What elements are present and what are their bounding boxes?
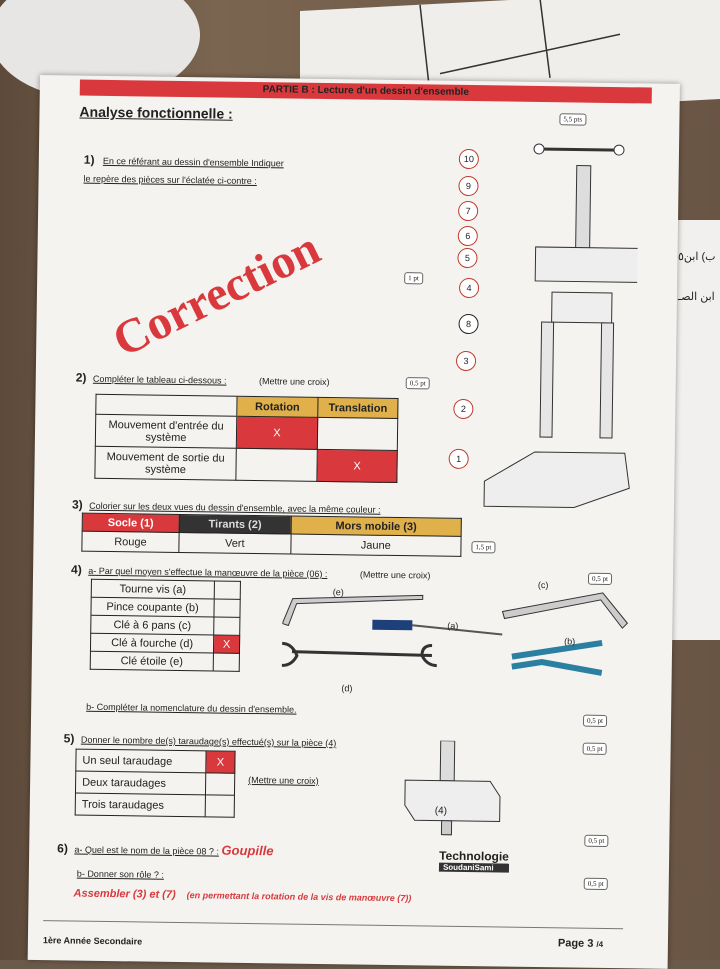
q2-row-label: Mouvement d'entrée du système bbox=[95, 414, 237, 449]
q6b-answer: Assembler (3) et (7) (en permettant la r… bbox=[73, 888, 411, 905]
right-sheet: ب) ابن٥ ابن الصـ bbox=[670, 220, 720, 640]
header-points: 5,5 pts bbox=[559, 113, 587, 126]
tool-label-a: (a) bbox=[447, 620, 459, 631]
q4-option-label: Clé étoile (e) bbox=[90, 651, 214, 671]
q2-number: 2) bbox=[75, 370, 87, 385]
footer-page-number: Page 3 bbox=[557, 937, 594, 950]
q5-text: Donner le nombre de(s) taraudage(s) effe… bbox=[80, 734, 337, 749]
q5: 5) Donner le nombre de(s) taraudage(s) e… bbox=[64, 731, 337, 749]
q2-cell[interactable]: X bbox=[316, 449, 398, 483]
q2-text: Compléter le tableau ci-dessous : bbox=[92, 373, 227, 386]
footer-page-total: /4 bbox=[596, 939, 604, 949]
worksheet-page: PARTIE B : Lecture d'un dessin d'ensembl… bbox=[27, 75, 680, 969]
footer-page: Page 3 /4 bbox=[558, 937, 603, 950]
partie-banner: PARTIE B : Lecture d'un dessin d'ensembl… bbox=[79, 79, 652, 104]
q5-option-mark[interactable] bbox=[205, 772, 235, 796]
q1-number: 1) bbox=[83, 152, 95, 167]
exploded-label-9: 9 bbox=[458, 175, 479, 197]
background-sketch bbox=[419, 0, 621, 95]
q2-row-label: Mouvement de sortie du système bbox=[94, 446, 237, 481]
q6b-answer-1: Assembler (3) et (7) bbox=[73, 887, 176, 901]
q6b-answer-2: (en permettant la rotation de la vis de … bbox=[186, 890, 412, 904]
q5-option-label: Deux taraudages bbox=[75, 771, 206, 795]
q2-cell[interactable]: X bbox=[236, 416, 318, 450]
q4-number: 4) bbox=[71, 562, 82, 577]
q2-header-rotation: Rotation bbox=[236, 396, 319, 418]
q2-cell[interactable] bbox=[235, 448, 318, 482]
margin-arabic-1: ب) ابن٥ bbox=[678, 251, 716, 263]
q4-table: Tourne vis (a) Pince coupante (b) Clé à … bbox=[90, 579, 241, 672]
q6a: 6) a- Quel est le nom de la pièce 08 ? :… bbox=[57, 840, 273, 858]
q1-text-2: le repère des pièces sur l'éclatée ci-co… bbox=[83, 173, 257, 187]
q6b-text: b- Donner son rôle ? : bbox=[76, 868, 164, 880]
q3-points: 1,5 pt bbox=[471, 541, 496, 554]
q5-option-mark[interactable]: X bbox=[205, 750, 236, 774]
q4-note: (Mettre une croix) bbox=[359, 569, 431, 581]
q5-option-mark[interactable] bbox=[205, 794, 235, 818]
q1: 1) En ce référant au dessin d'ensemble I… bbox=[83, 151, 283, 190]
q4-option-mark[interactable]: X bbox=[213, 634, 240, 654]
logo: Technologie SoudaniSami bbox=[438, 848, 510, 873]
logo-line-1: Technologie bbox=[439, 848, 510, 864]
q4-option-mark[interactable] bbox=[213, 616, 240, 636]
q6a-answer: Goupille bbox=[221, 842, 274, 859]
tool-label-b: (b) bbox=[564, 636, 576, 647]
q4-text: a- Par quel moyen s'effectue la manœuvre… bbox=[88, 565, 328, 580]
section-title: Analyse fonctionnelle : bbox=[79, 103, 233, 122]
q3-value: Vert bbox=[178, 532, 291, 555]
piece-4-drawing bbox=[404, 740, 501, 836]
q3-header-socle: Socle (1) bbox=[82, 513, 180, 533]
q4-option-label: Clé à fourche (d) bbox=[90, 633, 214, 653]
q4-option-mark[interactable] bbox=[214, 580, 241, 600]
q6a-points: 0,5 pt bbox=[584, 834, 609, 848]
tool-label-c: (c) bbox=[537, 580, 549, 591]
q6-number: 6) bbox=[57, 841, 68, 856]
q5-note: (Mettre une croix) bbox=[248, 774, 319, 786]
exploded-label-4: 4 bbox=[458, 277, 480, 299]
piece-4-label: (4) bbox=[434, 805, 448, 817]
q5-number: 5) bbox=[63, 731, 75, 746]
exploded-view-drawing bbox=[483, 143, 640, 508]
q4b-points: 0,5 pt bbox=[582, 714, 608, 727]
q4-option-label: Pince coupante (b) bbox=[90, 597, 215, 617]
margin-arabic-2: ابن الصـ bbox=[678, 291, 715, 303]
correction-watermark: Correction bbox=[104, 221, 329, 368]
q1-text-1: En ce référant au dessin d'ensemble Indi… bbox=[102, 155, 284, 169]
q2-note: (Mettre une croix) bbox=[258, 376, 330, 388]
q2-points: 0,5 pt bbox=[405, 377, 430, 390]
q4-points: 0,5 pt bbox=[587, 572, 613, 586]
q4-option-mark[interactable] bbox=[213, 598, 241, 618]
tool-label-d: (d) bbox=[341, 683, 353, 694]
q3-value: Jaune bbox=[290, 534, 462, 557]
q4b-text: b- Compléter la nomenclature du dessin d… bbox=[86, 701, 297, 715]
footer-level: 1ère Année Secondaire bbox=[42, 935, 143, 947]
q4-option-label: Tourne vis (a) bbox=[91, 579, 215, 599]
q2: 2) Compléter le tableau ci-dessous : (Me… bbox=[76, 371, 330, 389]
q6a-text: a- Quel est le nom de la pièce 08 ? : bbox=[74, 844, 220, 857]
q5-option-label: Trois taraudages bbox=[75, 793, 206, 817]
background-sheet bbox=[300, 0, 720, 122]
exploded-label-10: 10 bbox=[458, 148, 480, 170]
q5-points: 0,5 pt bbox=[582, 742, 607, 755]
exploded-label-1: 1 bbox=[448, 448, 469, 470]
q4-option-label: Clé à 6 pans (c) bbox=[90, 615, 214, 635]
q2-cell[interactable] bbox=[317, 417, 398, 451]
q1-points: 1 pt bbox=[404, 272, 423, 285]
q4-option-mark[interactable] bbox=[213, 652, 240, 672]
q2-header-translation: Translation bbox=[317, 397, 399, 419]
q3-header-mors: Mors mobile (3) bbox=[290, 516, 462, 537]
q3-header-tirants: Tirants (2) bbox=[179, 514, 292, 535]
tools-drawing bbox=[281, 592, 629, 676]
tool-label-e: (e) bbox=[332, 587, 344, 598]
q3-value: Rouge bbox=[81, 531, 180, 553]
logo-line-2: SoudaniSami bbox=[438, 862, 509, 873]
q3-number: 3) bbox=[71, 497, 83, 512]
q5-option-label: Un seul taraudage bbox=[75, 749, 207, 773]
q3-table: Socle (1)Tirants (2)Mors mobile (3) Roug… bbox=[81, 513, 462, 557]
q6b-points: 0,5 pt bbox=[583, 877, 608, 891]
